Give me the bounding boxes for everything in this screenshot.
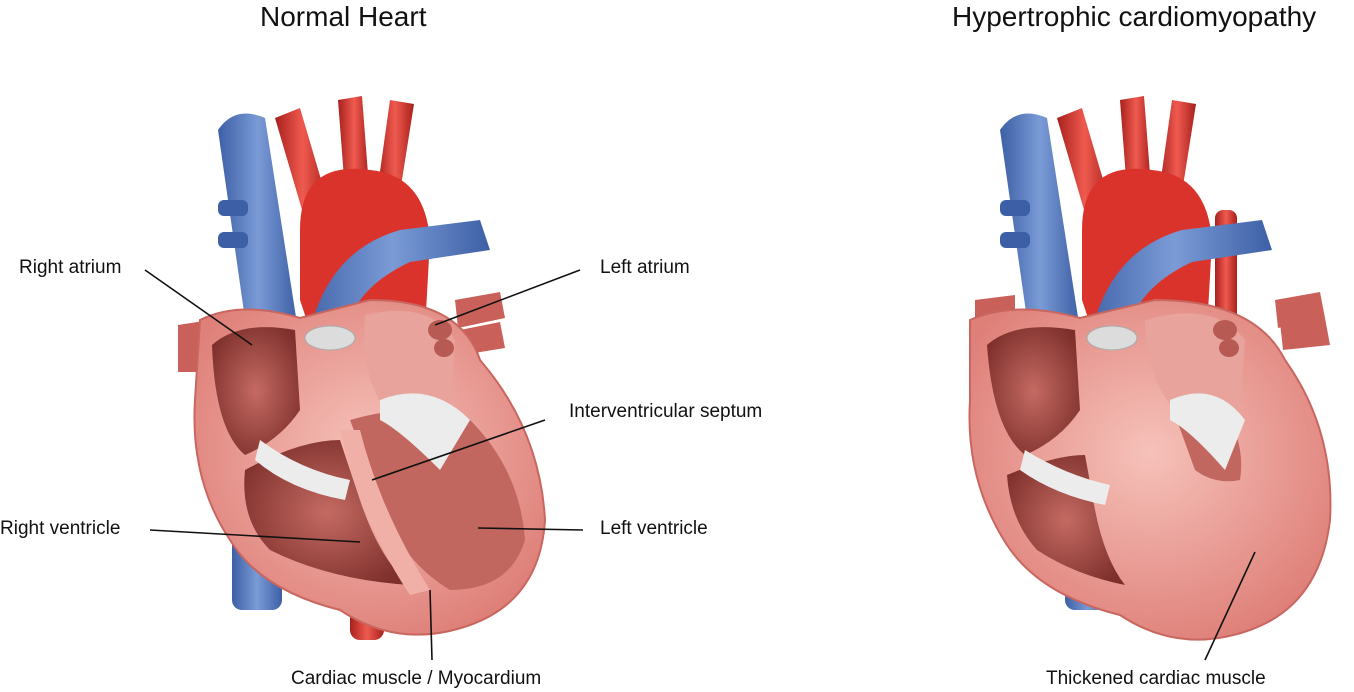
label-interventricular-septum: Interventricular septum — [569, 401, 763, 422]
label-left-ventricle: Left ventricle — [600, 518, 708, 539]
mitral-valve — [380, 393, 470, 470]
septum — [340, 430, 430, 595]
label-right-atrium: Right atrium — [19, 257, 122, 278]
label-myocardium: Cardiac muscle / Myocardium — [291, 668, 542, 689]
title-normal-heart: Normal Heart — [260, 1, 427, 32]
leader-myocardium — [429, 589, 433, 661]
leader-thickened-muscle — [1204, 551, 1256, 661]
tricuspid-valve — [255, 440, 350, 500]
leader-septum — [371, 419, 546, 481]
label-left-atrium: Left atrium — [600, 257, 690, 278]
leader-left-atrium — [434, 269, 581, 326]
title-hcm: Hypertrophic cardiomyopathy — [952, 1, 1317, 32]
left-atrium-chamber — [364, 310, 455, 424]
left-ventricle-chamber — [350, 410, 525, 590]
leader-left-ventricle — [477, 527, 584, 531]
leader-right-ventricle — [149, 529, 361, 543]
label-right-ventricle: Right ventricle — [0, 518, 121, 539]
superior-vena-cava — [218, 113, 298, 340]
leader-right-atrium — [144, 269, 253, 346]
label-thickened-muscle: Thickened cardiac muscle — [1046, 668, 1266, 689]
pulmonary-valve — [304, 325, 356, 351]
right-atrium-chamber — [212, 327, 300, 455]
normal-heart — [178, 96, 547, 640]
hcm-heart — [968, 96, 1332, 641]
leader-lines — [144, 269, 1256, 661]
